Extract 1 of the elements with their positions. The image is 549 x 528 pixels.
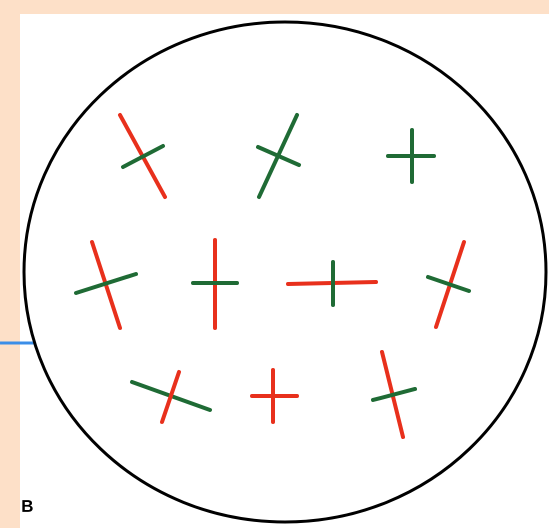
panel-letter: B xyxy=(22,500,33,512)
